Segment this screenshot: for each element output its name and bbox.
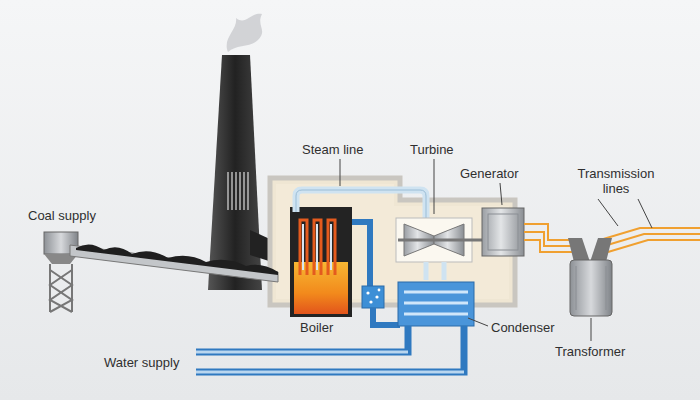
turbine-label: Turbine [410,142,454,157]
steam-line-label: Steam line [302,142,363,157]
condenser-label: Condenser [491,320,555,335]
coal-supply-label: Coal supply [28,208,96,223]
water-supply-label: Water supply [104,355,179,370]
transmission-lines-label: Transmission lines [568,166,664,196]
boiler-label: Boiler [300,320,333,335]
generator-label: Generator [460,166,519,181]
transformer-label: Transformer [555,344,625,359]
